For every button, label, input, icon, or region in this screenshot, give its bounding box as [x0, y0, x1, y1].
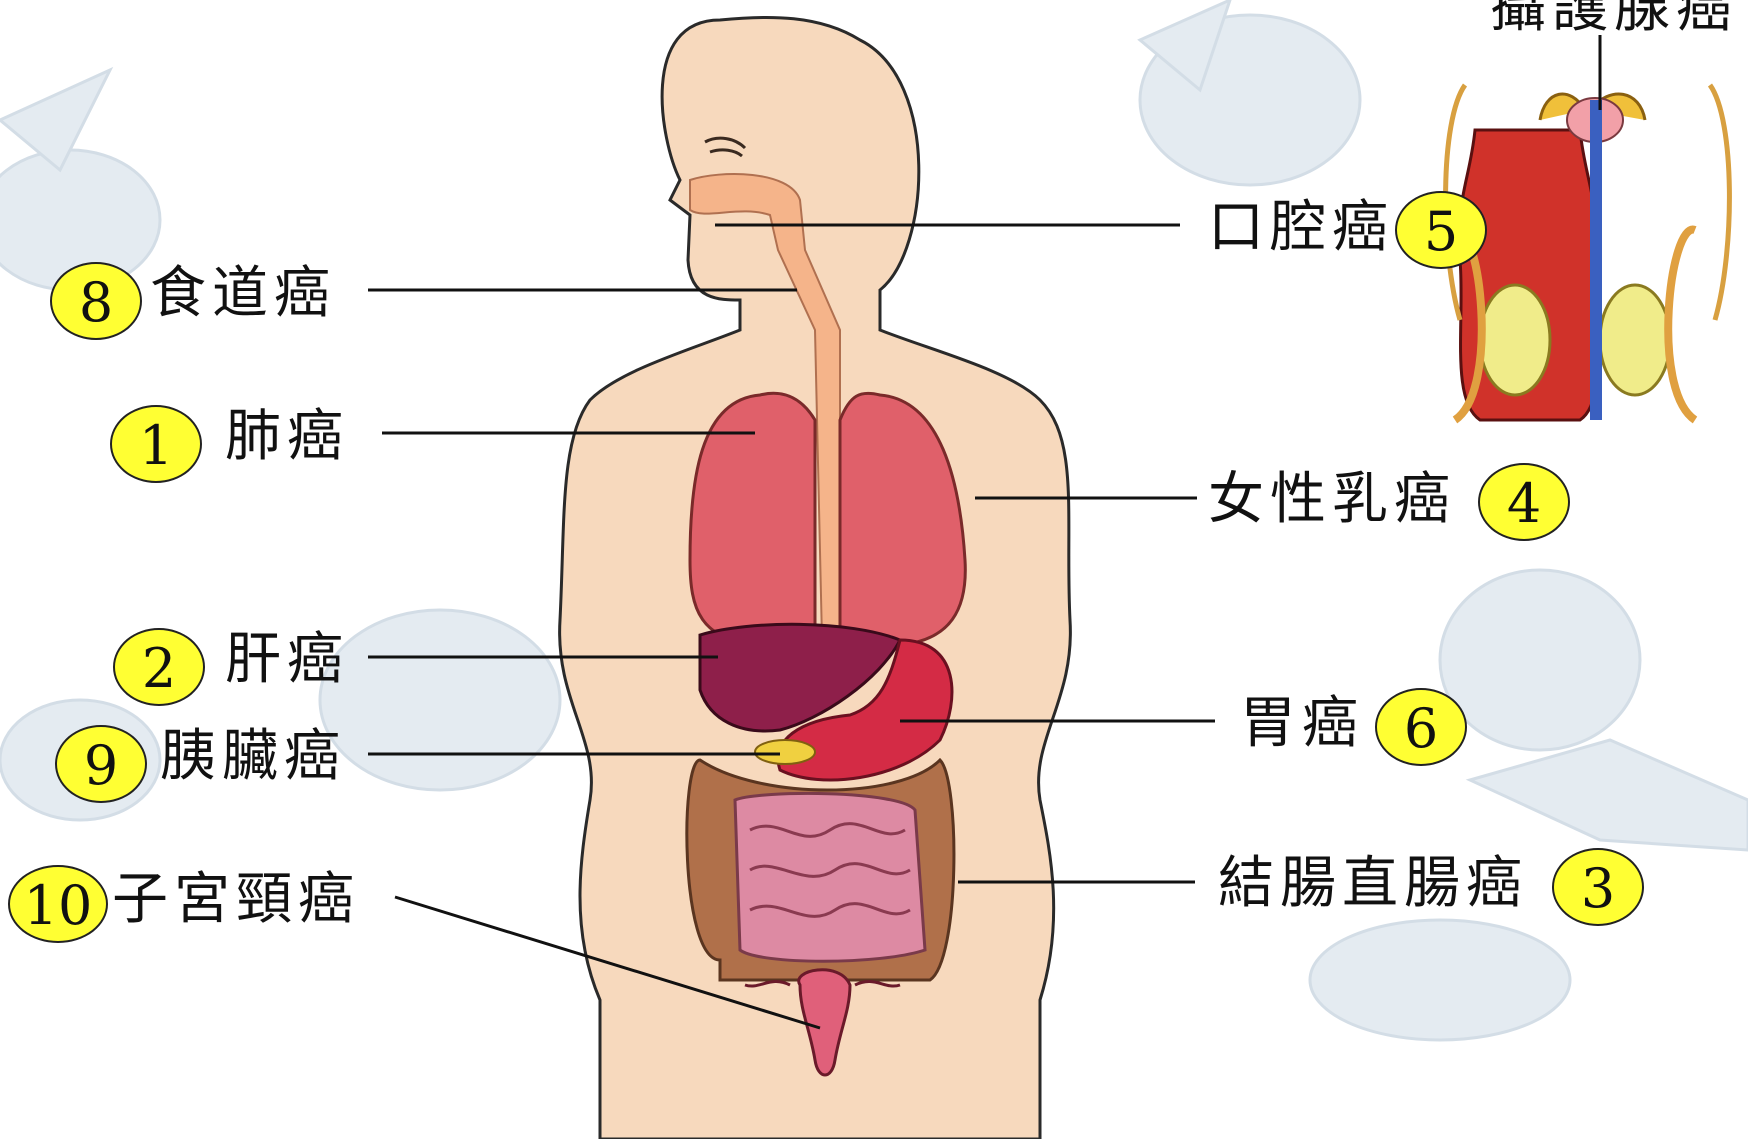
pancreatic-cancer-badge: 9 — [55, 725, 147, 803]
cervical-cancer-label: 子宮頸癌 — [112, 868, 360, 932]
stomach-cancer-label: 胃癌 — [1240, 692, 1364, 756]
breast-cancer-badge: 4 — [1478, 463, 1570, 541]
liver-cancer-badge: 2 — [113, 628, 205, 706]
colorectal-cancer-label: 結腸直腸癌 — [1218, 852, 1528, 916]
lung-cancer-label: 肺癌 — [225, 405, 349, 469]
oral-cancer-badge: 5 — [1395, 191, 1487, 269]
intestines — [687, 760, 954, 980]
stomach-cancer-badge: 6 — [1375, 688, 1467, 766]
pancreas — [755, 740, 815, 764]
pancreatic-cancer-label: 胰臟癌 — [160, 725, 346, 789]
esophageal-cancer-label: 食道癌 — [150, 262, 336, 326]
oral-cancer-label: 口腔癌 — [1208, 196, 1394, 260]
prostate-inset — [1446, 85, 1730, 420]
colorectal-cancer-badge: 3 — [1552, 848, 1644, 926]
prostate-cancer-label: 攝護腺癌 — [1490, 0, 1738, 40]
breast-cancer-label: 女性乳癌 — [1208, 468, 1456, 532]
lung-cancer-badge: 1 — [110, 405, 202, 483]
liver-cancer-label: 肝癌 — [225, 628, 349, 692]
esophageal-cancer-badge: 8 — [50, 262, 142, 340]
cervical-cancer-badge: 10 — [8, 865, 108, 943]
